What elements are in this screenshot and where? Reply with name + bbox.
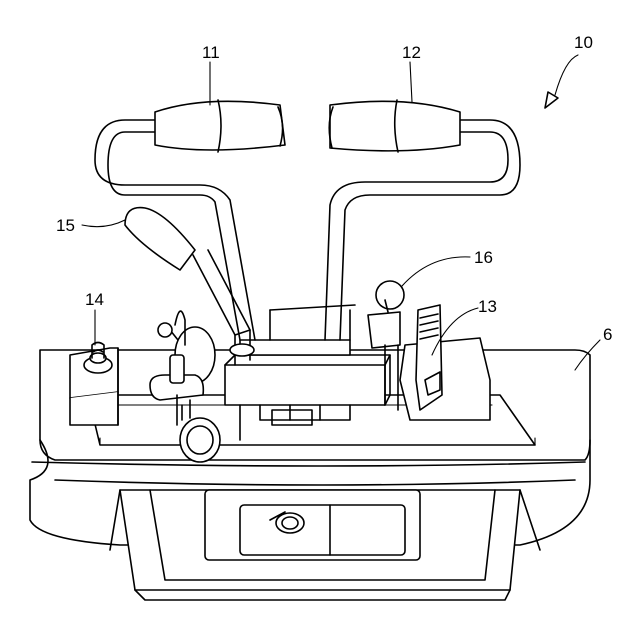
leader-12 bbox=[410, 62, 412, 102]
arrow-10 bbox=[545, 92, 558, 108]
right-grip-12 bbox=[329, 100, 460, 152]
label-11: 11 bbox=[202, 43, 220, 62]
label-16: 16 bbox=[474, 248, 493, 267]
label-6: 6 bbox=[603, 325, 612, 344]
leader-10 bbox=[555, 55, 578, 95]
knob-16 bbox=[368, 281, 404, 348]
label-15: 15 bbox=[56, 216, 75, 235]
leader-15 bbox=[82, 220, 125, 227]
label-10: 10 bbox=[574, 33, 593, 52]
label-13: 13 bbox=[478, 297, 497, 316]
label-14: 14 bbox=[85, 290, 104, 309]
label-12: 12 bbox=[402, 43, 421, 62]
reference-numerals: 11 12 10 15 16 13 14 6 bbox=[56, 33, 612, 344]
left-grip-11 bbox=[155, 100, 285, 152]
leader-16 bbox=[402, 257, 470, 286]
